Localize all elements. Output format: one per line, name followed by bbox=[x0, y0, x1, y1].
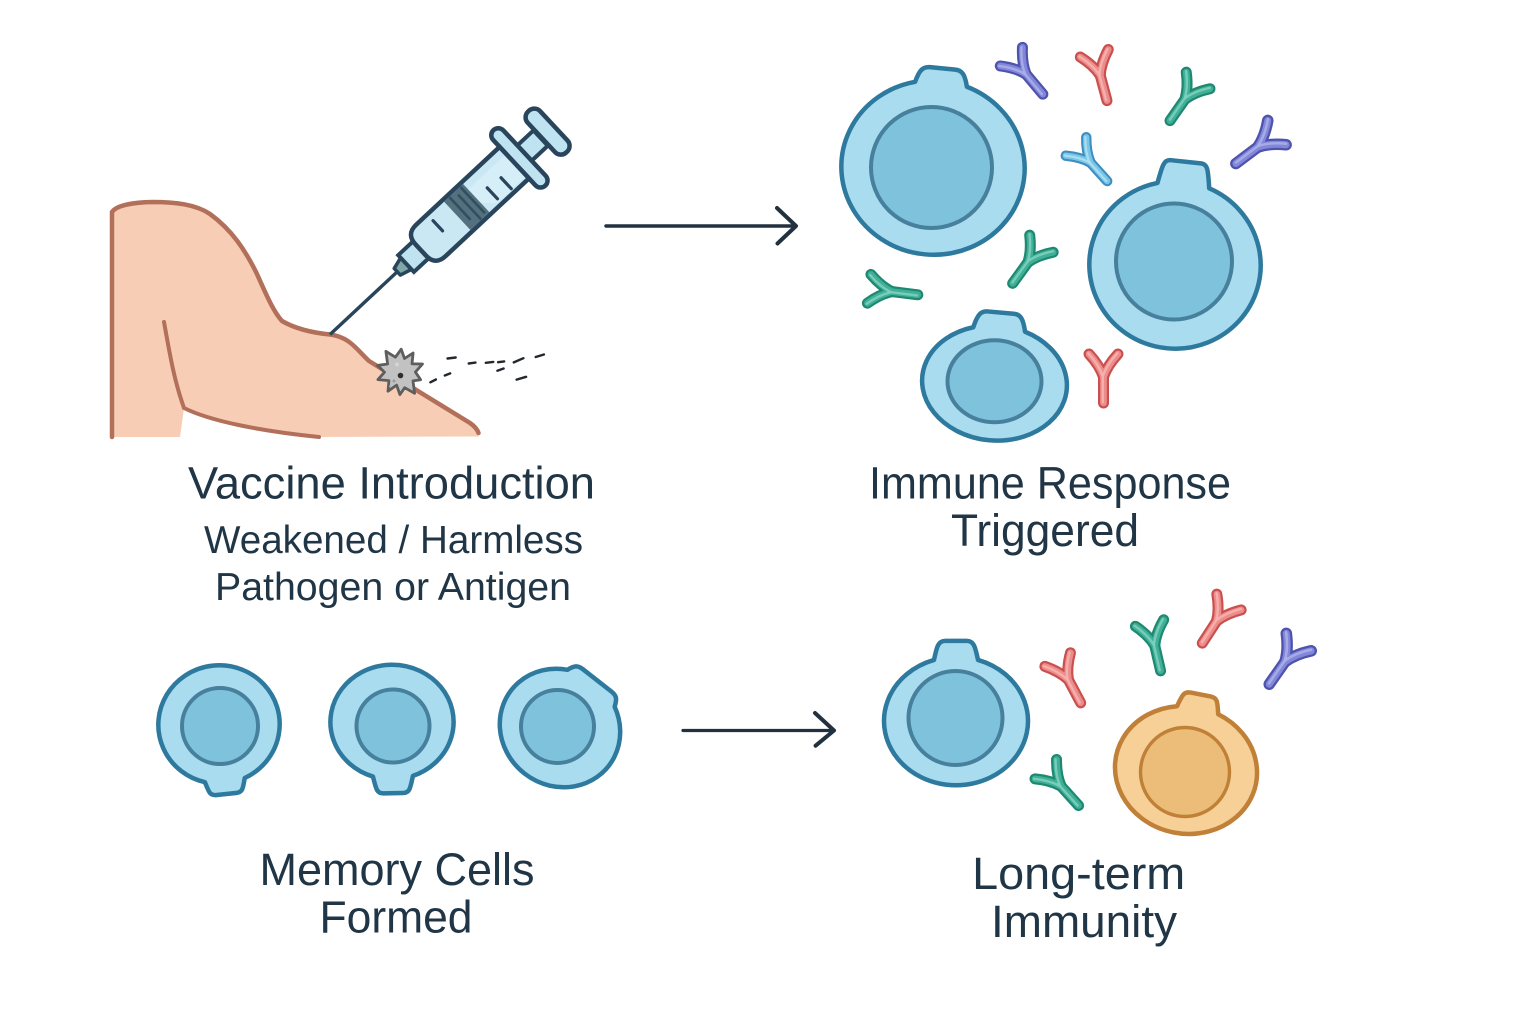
svg-text:Memory Cells: Memory Cells bbox=[260, 844, 535, 895]
svg-text:Weakened / Harmless: Weakened / Harmless bbox=[204, 519, 583, 562]
svg-text:Long-term: Long-term bbox=[972, 848, 1185, 899]
svg-text:Vaccine Introduction: Vaccine Introduction bbox=[188, 458, 595, 509]
svg-text:Immunity: Immunity bbox=[991, 896, 1178, 947]
svg-text:Immune Response: Immune Response bbox=[869, 458, 1231, 509]
svg-text:Pathogen or Antigen: Pathogen or Antigen bbox=[215, 566, 571, 609]
svg-text:Formed: Formed bbox=[320, 892, 473, 943]
svg-text:Triggered: Triggered bbox=[951, 505, 1139, 556]
